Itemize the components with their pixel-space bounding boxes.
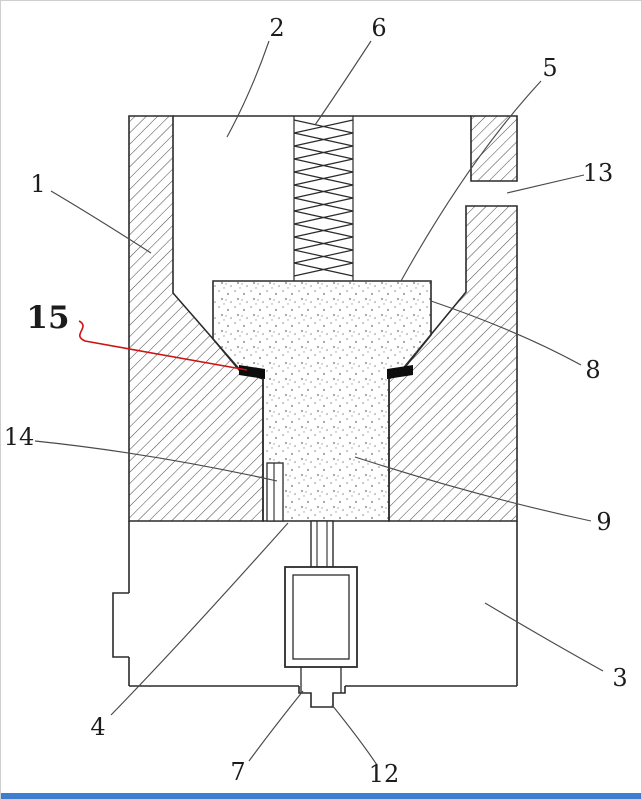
leader-line-6	[314, 40, 372, 126]
leader-line-15	[78, 320, 248, 371]
leader-lines	[34, 40, 604, 766]
label-1: 1	[30, 170, 45, 198]
label-2: 2	[269, 14, 284, 42]
leader-line-9	[354, 456, 592, 522]
label-5: 5	[542, 54, 557, 82]
notch-port	[266, 462, 284, 522]
label-6: 6	[371, 14, 386, 42]
left-protrusion	[112, 592, 129, 658]
leader-line-4	[110, 522, 289, 716]
label-7: 7	[230, 758, 245, 786]
housing	[128, 115, 518, 522]
leader-line-5	[400, 80, 542, 282]
spring-coil-b	[293, 119, 354, 277]
label-13: 13	[583, 159, 614, 187]
label-3: 3	[612, 664, 627, 692]
seals	[239, 365, 413, 379]
label-8: 8	[585, 356, 600, 384]
housing-top-right-block	[470, 115, 518, 182]
label-9: 9	[596, 508, 611, 536]
bottom-blue-bar	[1, 793, 641, 799]
seal-left	[239, 365, 265, 379]
spring-coil-a	[293, 119, 354, 277]
label-15: 15	[26, 300, 69, 336]
actuator-rod	[310, 520, 334, 568]
leader-line-12	[331, 704, 378, 766]
leader-line-3	[484, 602, 604, 672]
reference-labels: 2 6 5 13 1 15 8 14 9 3 4 7 12	[4, 14, 628, 788]
label-4: 4	[90, 713, 105, 741]
bottom-foot-tab	[298, 686, 346, 708]
inner-component-box	[284, 566, 358, 693]
leader-line-7	[248, 690, 304, 762]
label-12: 12	[369, 760, 400, 788]
plunger-core	[212, 280, 432, 522]
leader-line-8	[430, 300, 582, 366]
leader-line-2	[226, 40, 270, 138]
leader-line-1	[50, 190, 152, 254]
spring	[293, 116, 354, 281]
label-14: 14	[4, 423, 35, 451]
leader-line-13	[506, 174, 585, 194]
seal-right	[387, 365, 413, 379]
leader-line-14	[34, 440, 278, 482]
